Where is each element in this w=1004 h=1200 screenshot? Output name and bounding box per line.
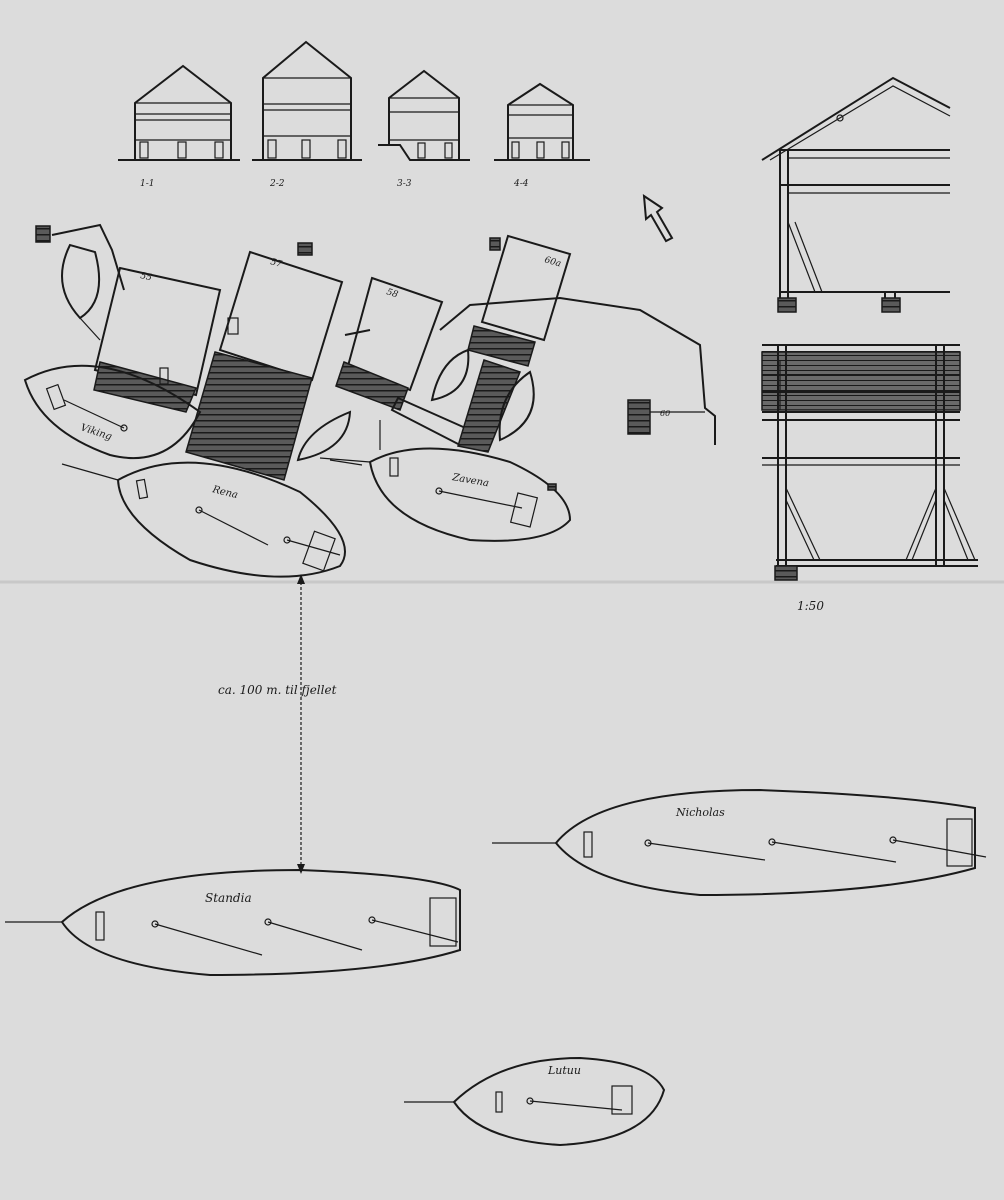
distance-dimension: ca. 100 m. til fjellet: [218, 574, 337, 874]
house-label-58: 58: [385, 287, 399, 300]
section-label-1: 1-1: [140, 179, 155, 189]
north-arrow-icon: [642, 194, 674, 243]
house-60a: 60a: [457, 234, 572, 453]
boat-name-standia: Standia: [205, 891, 252, 905]
section-4-4: [494, 82, 590, 161]
boat-rena: Rena: [61, 461, 346, 578]
construction-detail: 1:50: [761, 76, 978, 613]
boat-name-nicholas: Nicholas: [675, 806, 725, 819]
distance-note: ca. 100 m. til fjellet: [218, 683, 337, 697]
house-label-55: 55: [139, 271, 153, 283]
house-label-60a: 60a: [543, 255, 562, 269]
section-label-3: 3-3: [397, 179, 412, 189]
section-1-1: [118, 64, 240, 161]
house-57: 57: [185, 242, 344, 481]
section-label-4: 4-4: [513, 179, 529, 189]
scale-label: 1:50: [797, 599, 824, 613]
boat-nicholas: Nicholas: [492, 788, 987, 897]
boat-name-lutuu: Lutuu: [547, 1064, 581, 1077]
section-label-2: 2-2: [269, 179, 285, 189]
site-plan: 60 55 57 58: [23, 223, 716, 578]
section-2-2: [252, 40, 362, 161]
house-label-57: 57: [269, 257, 283, 270]
boat-lutuu: Lutuu: [404, 1056, 666, 1147]
svg-text:60: 60: [660, 409, 670, 418]
section-elevations: 1-1 2-2 3-3 4-4: [118, 40, 590, 189]
section-3-3: [378, 69, 470, 161]
house-55: 55: [93, 266, 222, 413]
boat-standia: Standia: [5, 868, 461, 977]
